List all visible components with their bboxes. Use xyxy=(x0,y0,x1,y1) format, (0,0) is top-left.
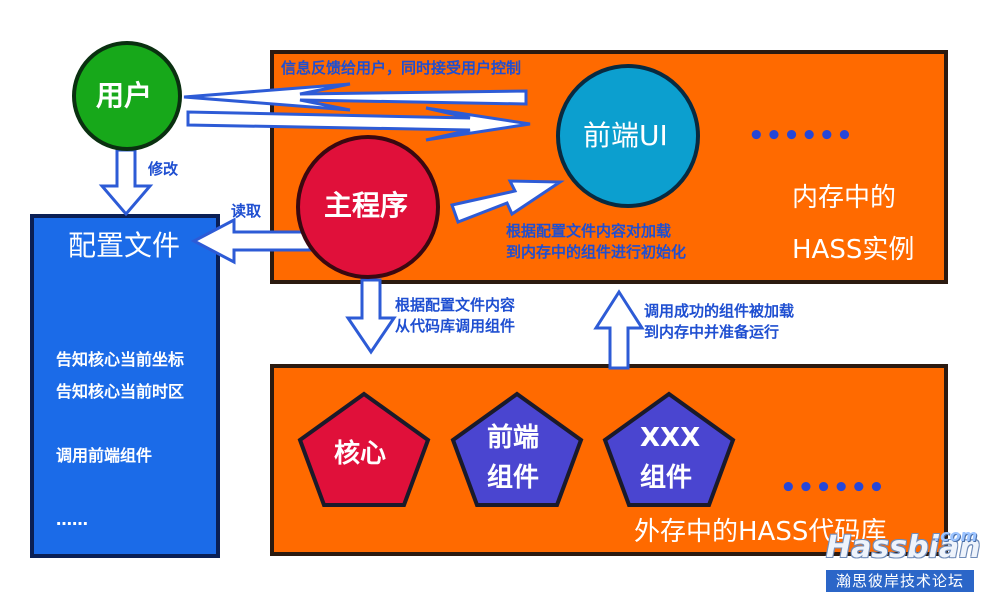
arrow-main-to-storage xyxy=(345,278,397,355)
watermark-logo: Hassbian xyxy=(826,530,981,565)
user-label: 用户 xyxy=(96,79,153,112)
call-label-line2: 从代码库调用组件 xyxy=(395,317,516,335)
load-label-line2: 到内存中的组件进行初始化 xyxy=(506,243,687,261)
frontend-component-label-line2: 组件 xyxy=(487,463,540,493)
arrow-main-to-ui xyxy=(450,179,565,224)
user-node xyxy=(72,41,182,151)
config-item-ellipsis: …… xyxy=(56,510,88,529)
main-program-node xyxy=(296,135,440,279)
config-item-frontend: 调用前端组件 xyxy=(56,446,153,465)
arrow-storage-to-memory xyxy=(593,289,645,370)
config-file-title: 配置文件 xyxy=(68,229,181,262)
config-item-coordinates: 告知核心当前坐标 xyxy=(56,350,185,369)
core-pentagon xyxy=(297,391,431,507)
frontend-component-pentagon xyxy=(450,391,584,507)
call-label-line1: 根据配置文件内容 xyxy=(395,296,516,314)
memory-ellipsis: •••••• xyxy=(748,121,854,151)
arrow-user-to-panel xyxy=(186,106,531,142)
frontend-ui-node xyxy=(556,64,700,208)
modify-label: 修改 xyxy=(148,160,179,178)
loaded-label-line2: 到内存中并准备运行 xyxy=(644,323,780,341)
memory-title-line2: HASS实例 xyxy=(792,235,915,265)
arrow-user-to-config xyxy=(98,148,154,217)
core-label: 核心 xyxy=(334,439,387,469)
xxx-component-label-line1: XXX xyxy=(640,423,701,453)
config-item-timezone: 告知核心当前时区 xyxy=(56,382,185,401)
load-label-line1: 根据配置文件内容对加载 xyxy=(506,222,672,240)
xxx-component-label-line2: 组件 xyxy=(640,463,693,493)
arrow-panel-to-user xyxy=(183,82,528,112)
loaded-label-line1: 调用成功的组件被加载 xyxy=(644,302,795,320)
arrow-main-to-config xyxy=(190,217,312,265)
watermark-com: .com xyxy=(934,526,978,545)
main-program-label: 主程序 xyxy=(324,189,409,222)
storage-title: 外存中的HASS代码库 xyxy=(634,517,887,547)
xxx-component-pentagon xyxy=(602,391,736,507)
memory-title-line1: 内存中的 xyxy=(792,183,897,213)
feedback-label: 信息反馈给用户，同时接受用户控制 xyxy=(281,59,522,77)
frontend-ui-label: 前端UI xyxy=(583,119,668,152)
config-file-box xyxy=(30,214,220,558)
watermark-tagline: 瀚思彼岸技术论坛 xyxy=(826,570,974,592)
storage-ellipsis: •••••• xyxy=(780,473,886,503)
read-label: 读取 xyxy=(231,202,262,220)
frontend-component-label-line1: 前端 xyxy=(487,423,540,453)
